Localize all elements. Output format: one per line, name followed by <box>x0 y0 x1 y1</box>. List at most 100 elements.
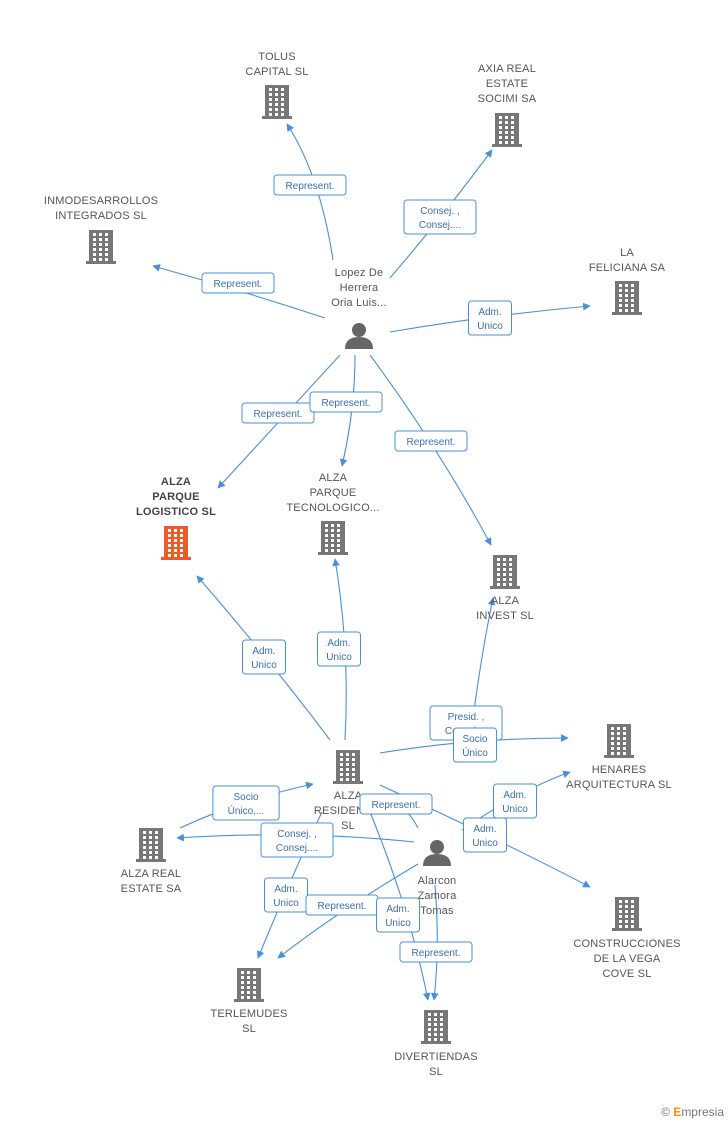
node-label: ALZA <box>334 790 363 802</box>
relation-label: Represent. <box>322 398 371 409</box>
relation-label: Represent. <box>318 901 367 912</box>
node-label: TERLEMUDES <box>210 1008 287 1020</box>
brand-initial: E <box>673 1105 682 1119</box>
node-label: ESTATE <box>486 78 528 90</box>
relation-badge[interactable]: Represent. <box>359 793 433 815</box>
relation-label: Adm. <box>503 790 526 801</box>
relation-badge-box <box>241 402 315 424</box>
relation-badge[interactable]: Adm.Unico <box>468 300 512 336</box>
building-icon <box>604 724 634 758</box>
node-label: ALZA <box>319 472 348 484</box>
relation-label: Socio <box>233 792 258 803</box>
relation-badge[interactable]: Represent. <box>273 174 347 196</box>
node-label: Alarcon <box>418 875 457 887</box>
relation-badge[interactable]: Represent. <box>399 941 473 963</box>
building-icon <box>612 281 642 315</box>
person-icon <box>345 323 373 349</box>
relation-badge[interactable]: Consej. , Consej.... <box>403 199 477 235</box>
relation-badge[interactable]: Adm.Unico <box>317 631 361 667</box>
relation-badge[interactable]: Adm.Unico <box>376 897 420 933</box>
node-label: ARQUITECTURA SL <box>566 779 672 791</box>
relation-badge-box <box>201 272 275 294</box>
node-henares[interactable]: HENARES ARQUITECTURA SL <box>566 724 672 791</box>
relation-badge-box <box>242 639 286 675</box>
node-label: LA <box>620 247 634 259</box>
relation-badge-box <box>493 783 537 819</box>
relation-label: Único,... <box>228 804 265 817</box>
relation-label: Unico <box>477 321 503 332</box>
relation-badge-box <box>468 300 512 336</box>
relation-label: Unico <box>502 804 528 815</box>
relation-badge[interactable]: Adm.Unico <box>463 817 507 853</box>
node-label: Lopez De <box>335 267 384 279</box>
relation-label: Consej.... <box>419 220 461 231</box>
relation-label: Consej. , <box>420 206 459 217</box>
relation-badge-box <box>309 391 383 413</box>
relation-label: Represent. <box>407 437 456 448</box>
node-label: PARQUE <box>310 487 357 499</box>
node-label: ALZA <box>161 476 191 488</box>
relation-label: Represent. <box>254 409 303 420</box>
node-alzatecno[interactable]: ALZA PARQUE TECNOLOGICO... <box>286 472 379 555</box>
node-label: Oria Luis... <box>331 297 387 309</box>
relation-badge[interactable]: Represent. <box>305 894 379 916</box>
node-label: INVEST SL <box>476 610 534 622</box>
relation-badge[interactable]: SocioÚnico,... <box>212 785 280 821</box>
brand-name: mpresia <box>681 1105 724 1119</box>
relation-label: Represent. <box>214 279 263 290</box>
person-icon <box>423 840 451 866</box>
node-label: LOGISTICO SL <box>136 506 216 518</box>
relation-badge[interactable]: Represent. <box>394 430 468 452</box>
node-label: TECNOLOGICO... <box>286 502 379 514</box>
node-label: COVE SL <box>602 968 651 980</box>
relation-label: Represent. <box>372 800 421 811</box>
node-label: CAPITAL SL <box>245 66 308 78</box>
building-icon <box>490 555 520 589</box>
node-feliciana[interactable]: LA FELICIANA SA <box>589 247 666 315</box>
node-label: Tomas <box>420 905 454 917</box>
building-icon <box>333 750 363 784</box>
relation-badge[interactable]: Adm.Unico <box>264 877 308 913</box>
relation-label: Consej.... <box>276 843 318 854</box>
copyright-symbol: © <box>661 1105 670 1119</box>
relation-label: Adm. <box>252 646 275 657</box>
relation-badge[interactable]: Adm. Unico <box>493 783 537 819</box>
relation-label: Unico <box>273 898 299 909</box>
relation-label: Unico <box>251 660 277 671</box>
node-label: ESTATE SA <box>121 883 182 895</box>
relation-badge[interactable]: Represent. <box>309 391 383 413</box>
node-label: DIVERTIENDAS <box>394 1051 478 1063</box>
relation-label: Unico <box>385 918 411 929</box>
node-label: INTEGRADOS SL <box>55 210 147 222</box>
node-label: HENARES <box>592 764 647 776</box>
node-label: Herrera <box>340 282 379 294</box>
building-icon <box>421 1010 451 1044</box>
relation-badge[interactable]: Consej. ,Consej.... <box>260 822 334 858</box>
relation-badge-box <box>317 631 361 667</box>
relation-badge[interactable]: Adm. Unico <box>242 639 286 675</box>
relation-badge-box <box>463 817 507 853</box>
node-label: AXIA REAL <box>478 63 536 75</box>
building-icon <box>136 828 166 862</box>
relation-label: Adm. <box>473 824 496 835</box>
node-label: SOCIMI SA <box>478 93 537 105</box>
node-axia[interactable]: AXIA REAL ESTATE SOCIMI SA <box>478 63 537 147</box>
relation-badge[interactable]: Represent. <box>201 272 275 294</box>
brand-watermark: © Empresia <box>661 1105 724 1119</box>
relation-label: Represent. <box>412 948 461 959</box>
node-label: FELICIANA SA <box>589 262 666 274</box>
relation-badge[interactable]: Represent. <box>241 402 315 424</box>
